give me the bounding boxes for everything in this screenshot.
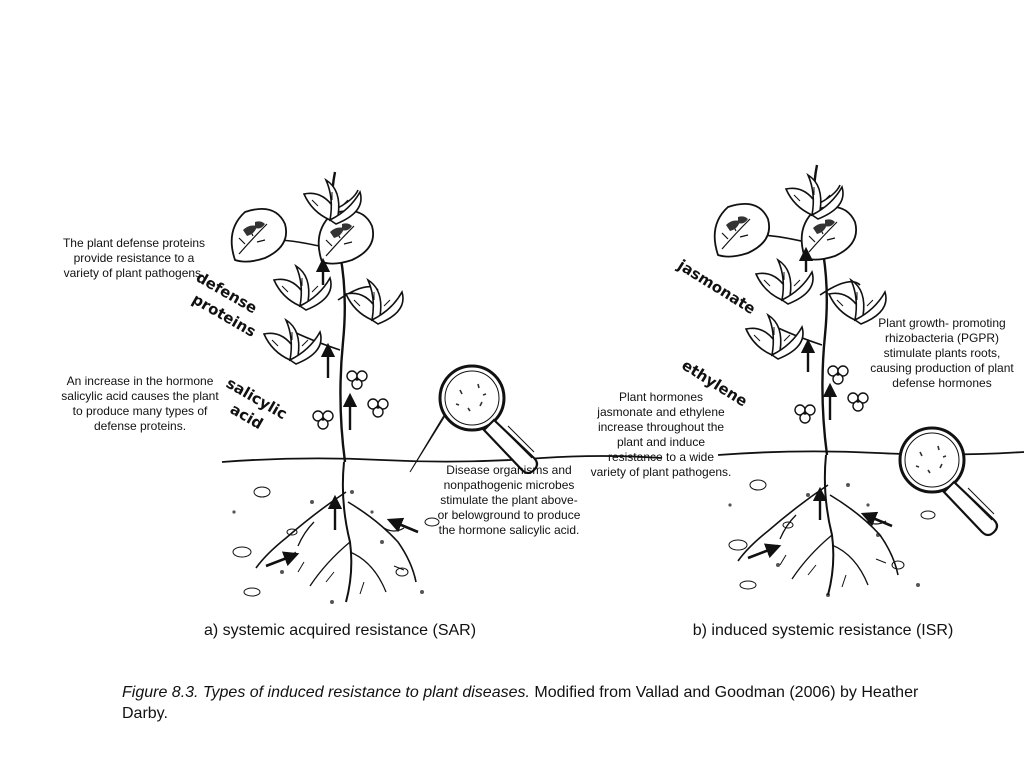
caption-sar: a) systemic acquired resistance (SAR) xyxy=(203,622,477,639)
caption-isr: b) induced systemic resistance (ISR) xyxy=(692,622,954,639)
figure-caption: Figure 8.3. Types of induced resistance … xyxy=(122,682,922,724)
figure-caption-rest: Modified from Vallad and Goodman (2006) … xyxy=(122,684,919,722)
plant-b xyxy=(713,164,1024,598)
note-salicylic-acid: An increase in the hormone salicylic aci… xyxy=(61,374,219,433)
note-pgpr: Plant growth- promoting rhizobacteria (P… xyxy=(870,316,1014,390)
plant-a xyxy=(221,171,663,605)
note-plant-hormones: Plant hormones jasmonate and ethylene in… xyxy=(590,390,732,479)
note-defense-proteins: The plant defense proteins provide resis… xyxy=(62,236,206,280)
figure-caption-italic: Figure 8.3. Types of induced resistance … xyxy=(122,684,530,701)
note-disease-organisms: Disease organisms and nonpathogenic micr… xyxy=(437,463,581,537)
